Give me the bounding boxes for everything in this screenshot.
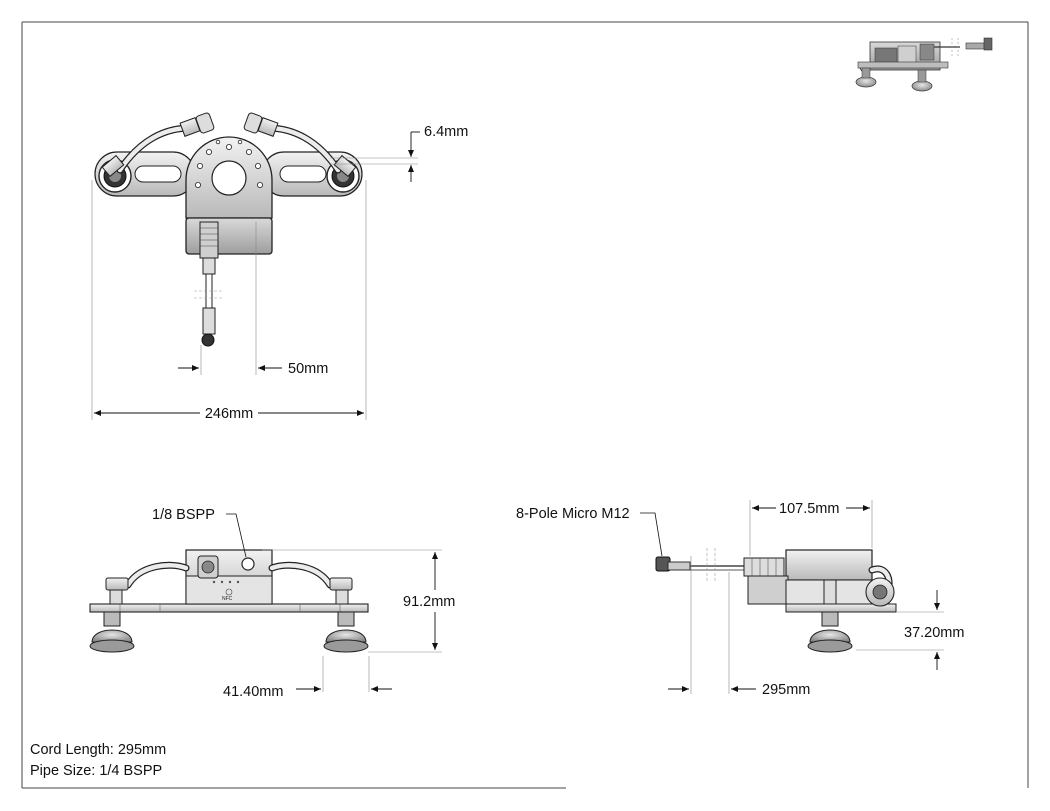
suction-cup-icon bbox=[89, 611, 135, 653]
note-pipe-size: Pipe Size: 1/4 BSPP bbox=[30, 763, 162, 779]
dim-offset: 50mm bbox=[178, 222, 328, 377]
callout-connector: 8-Pole Micro M12 bbox=[516, 506, 663, 557]
fitting-icon bbox=[101, 112, 357, 178]
dim-cord: 295mm bbox=[668, 556, 810, 698]
top-view: 6.4mm 50mm 246mm bbox=[91, 112, 468, 422]
dim-label: 246mm bbox=[205, 406, 253, 422]
callout-label: 8-Pole Micro M12 bbox=[516, 506, 630, 522]
base-plate bbox=[89, 603, 369, 613]
side-view: 8-Pole Micro M12 107.5mm 37.20mm 295mm bbox=[516, 500, 964, 698]
dim-label: 37.20mm bbox=[904, 625, 964, 641]
dim-cup: 41.40mm bbox=[223, 656, 392, 700]
connector-plug-icon bbox=[201, 333, 215, 347]
dim-label: 295mm bbox=[762, 682, 810, 698]
notes: Cord Length: 295mm Pipe Size: 1/4 BSPP bbox=[30, 742, 166, 779]
valve-housing bbox=[185, 217, 273, 255]
dim-label: 91.2mm bbox=[403, 594, 455, 610]
dim-height-top: 6.4mm bbox=[330, 124, 468, 182]
port-icon bbox=[241, 557, 255, 571]
dim-height-front: 91.2mm bbox=[262, 549, 455, 653]
dim-label: 41.40mm bbox=[223, 684, 283, 700]
side-body bbox=[785, 549, 873, 581]
dim-height-side: 37.20mm bbox=[856, 590, 964, 670]
suction-cup-icon bbox=[323, 611, 369, 653]
nfc-label: NFC bbox=[222, 596, 233, 602]
dim-width: 246mm bbox=[91, 180, 367, 422]
note-cord-length: Cord Length: 295mm bbox=[30, 742, 166, 758]
dim-depth: 107.5mm bbox=[749, 500, 873, 556]
callout-port: 1/8 BSPP bbox=[152, 507, 247, 558]
callout-label: 1/8 BSPP bbox=[152, 507, 215, 523]
front-view: NFC 1/8 BSPP bbox=[89, 507, 455, 700]
sheet-border bbox=[21, 21, 1029, 789]
dim-label: 107.5mm bbox=[779, 501, 839, 517]
dim-label: 6.4mm bbox=[424, 124, 468, 140]
suction-cup-icon bbox=[807, 611, 853, 653]
isometric-thumbnail bbox=[855, 37, 993, 92]
dim-label: 50mm bbox=[288, 361, 328, 377]
